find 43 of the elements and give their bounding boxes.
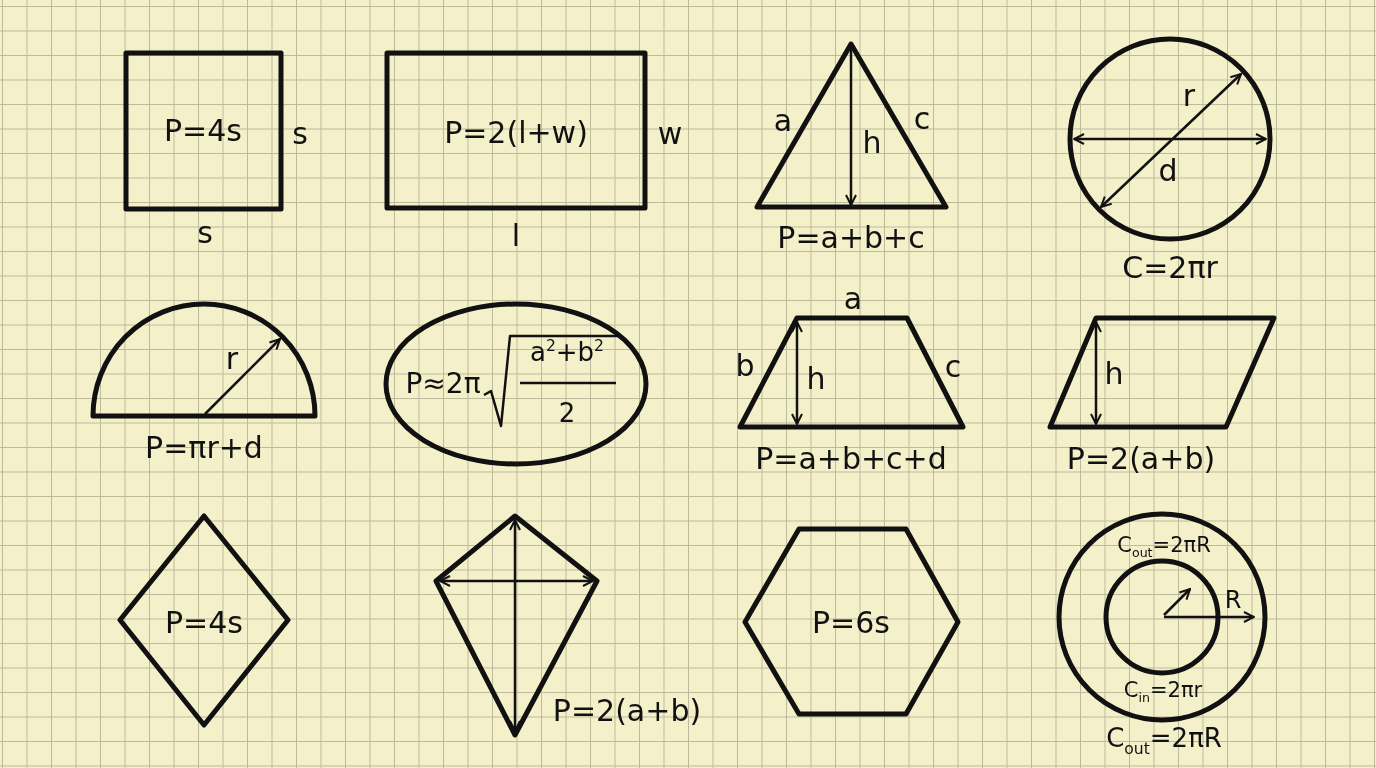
ellipse-shape [386, 304, 646, 464]
formula-text: a$^{2}$+b$^{2}$ [529, 337, 605, 367]
formula-text: P=a+b+c+d [755, 441, 947, 475]
side-label: l [511, 218, 521, 252]
side-label: a [773, 103, 793, 137]
parallelogram-shape [1050, 318, 1274, 428]
side-label: a [843, 281, 863, 315]
formula-text: P=2(a+b) [1066, 441, 1216, 475]
side-label: b [735, 348, 755, 382]
formula-text: C=2πr [1122, 250, 1218, 284]
side-label: c [944, 349, 962, 383]
trapezoid-shape [740, 318, 963, 428]
hexagon-shape [745, 529, 958, 714]
semicircle-shape [93, 304, 315, 416]
side-label: h [862, 125, 882, 159]
radius-label: r [1182, 78, 1196, 112]
formula-text: P=6s [812, 605, 890, 639]
side-label: w [657, 116, 683, 150]
side-label: s [197, 215, 213, 249]
side-label: c [913, 101, 931, 135]
rhombus-shape [120, 516, 288, 725]
formula-text: P=2(l+w) [444, 115, 588, 149]
diameter-label: d [1158, 153, 1178, 187]
rectangle-shape [387, 53, 645, 208]
formula-text: P=4s [164, 113, 242, 147]
side-label: h [806, 361, 826, 395]
radius-label: R [1224, 586, 1242, 614]
radius-label: r [225, 341, 239, 375]
triangle-shape [757, 44, 946, 208]
formula-text: P=πr+d [145, 430, 263, 464]
formula-text: P=4s [165, 605, 243, 639]
circle-shape [1070, 39, 1270, 239]
square-shape [126, 53, 281, 209]
side-label: s [292, 116, 308, 150]
annulus-shape [1059, 514, 1265, 720]
formula-text: C$_{out}$=2πR [1117, 534, 1211, 560]
formula-text: C$_{out}$=2πR [1106, 724, 1222, 758]
formula-text: P=2(a+b) [552, 693, 702, 727]
formula-text: 2 [558, 398, 576, 428]
formula-text: C$_{in}$=2πr [1123, 679, 1203, 705]
formula-text: P=a+b+c [777, 220, 925, 254]
side-label: h [1104, 356, 1124, 390]
formula-text: P≈2π [405, 368, 481, 400]
